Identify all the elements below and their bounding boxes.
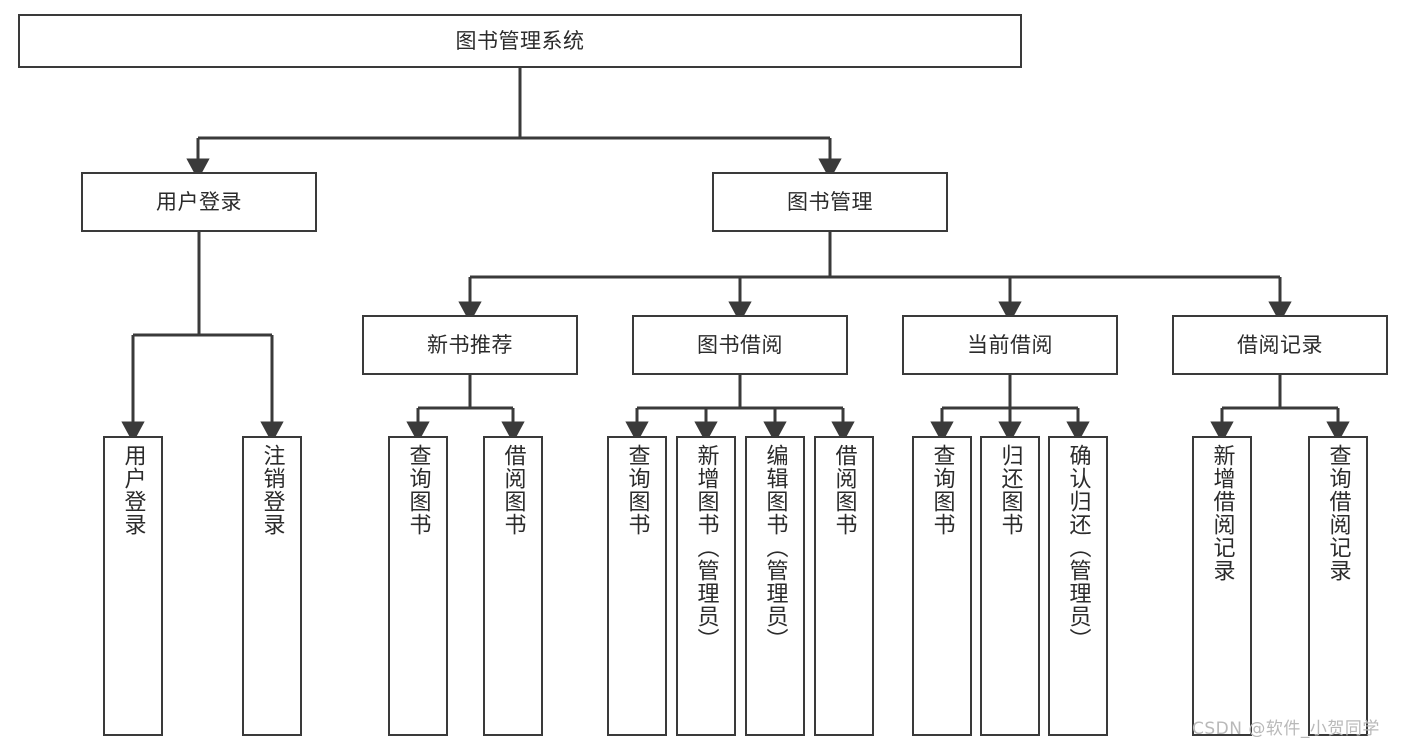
node-book-management[interactable]: 图书管理 — [712, 172, 948, 232]
node-label: 新增图书（管理员） — [693, 444, 719, 651]
node-label: 查询图书 — [929, 444, 955, 536]
leaf-book-borrow-edit[interactable]: 编辑图书（管理员） — [745, 436, 805, 736]
node-label: 注销登录 — [259, 444, 285, 536]
node-label: 查询图书 — [624, 444, 650, 536]
leaf-current-borrow-query[interactable]: 查询图书 — [912, 436, 972, 736]
node-label: 查询图书 — [405, 444, 431, 536]
node-label: 新书推荐 — [427, 332, 513, 357]
leaf-current-borrow-return[interactable]: 归还图书 — [980, 436, 1040, 736]
node-user-login[interactable]: 用户登录 — [81, 172, 317, 232]
node-label: 用户登录 — [156, 189, 242, 214]
leaf-current-borrow-confirm-return[interactable]: 确认归还（管理员） — [1048, 436, 1108, 736]
node-label: 确认归还（管理员） — [1065, 444, 1091, 651]
node-label: 借阅图书 — [831, 444, 857, 536]
leaf-user-login-login[interactable]: 用户登录 — [103, 436, 163, 736]
node-label: 图书管理系统 — [455, 28, 585, 53]
leaf-user-login-logout[interactable]: 注销登录 — [242, 436, 302, 736]
leaf-book-borrow-borrow[interactable]: 借阅图书 — [814, 436, 874, 736]
node-label: 借阅图书 — [500, 444, 526, 536]
node-label: 图书管理 — [787, 189, 873, 214]
node-book-borrow[interactable]: 图书借阅 — [632, 315, 848, 375]
node-root-book-management-system[interactable]: 图书管理系统 — [18, 14, 1022, 68]
node-borrow-record[interactable]: 借阅记录 — [1172, 315, 1388, 375]
node-label: 编辑图书（管理员） — [762, 444, 788, 651]
node-label: 当前借阅 — [967, 332, 1053, 357]
node-current-borrow[interactable]: 当前借阅 — [902, 315, 1118, 375]
watermark-csdn: CSDN @软件_小贺同学 — [1192, 719, 1380, 739]
node-label: 图书借阅 — [697, 332, 783, 357]
leaf-book-borrow-add[interactable]: 新增图书（管理员） — [676, 436, 736, 736]
leaf-borrow-record-add[interactable]: 新增借阅记录 — [1192, 436, 1252, 736]
node-label: 用户登录 — [120, 444, 146, 536]
leaf-book-borrow-query[interactable]: 查询图书 — [607, 436, 667, 736]
leaf-borrow-record-query[interactable]: 查询借阅记录 — [1308, 436, 1368, 736]
leaf-new-book-query[interactable]: 查询图书 — [388, 436, 448, 736]
leaf-new-book-borrow[interactable]: 借阅图书 — [483, 436, 543, 736]
node-label: 查询借阅记录 — [1325, 444, 1351, 582]
node-new-book-recommend[interactable]: 新书推荐 — [362, 315, 578, 375]
node-label: 新增借阅记录 — [1209, 444, 1235, 582]
node-label: 借阅记录 — [1237, 332, 1323, 357]
node-label: 归还图书 — [997, 444, 1023, 536]
